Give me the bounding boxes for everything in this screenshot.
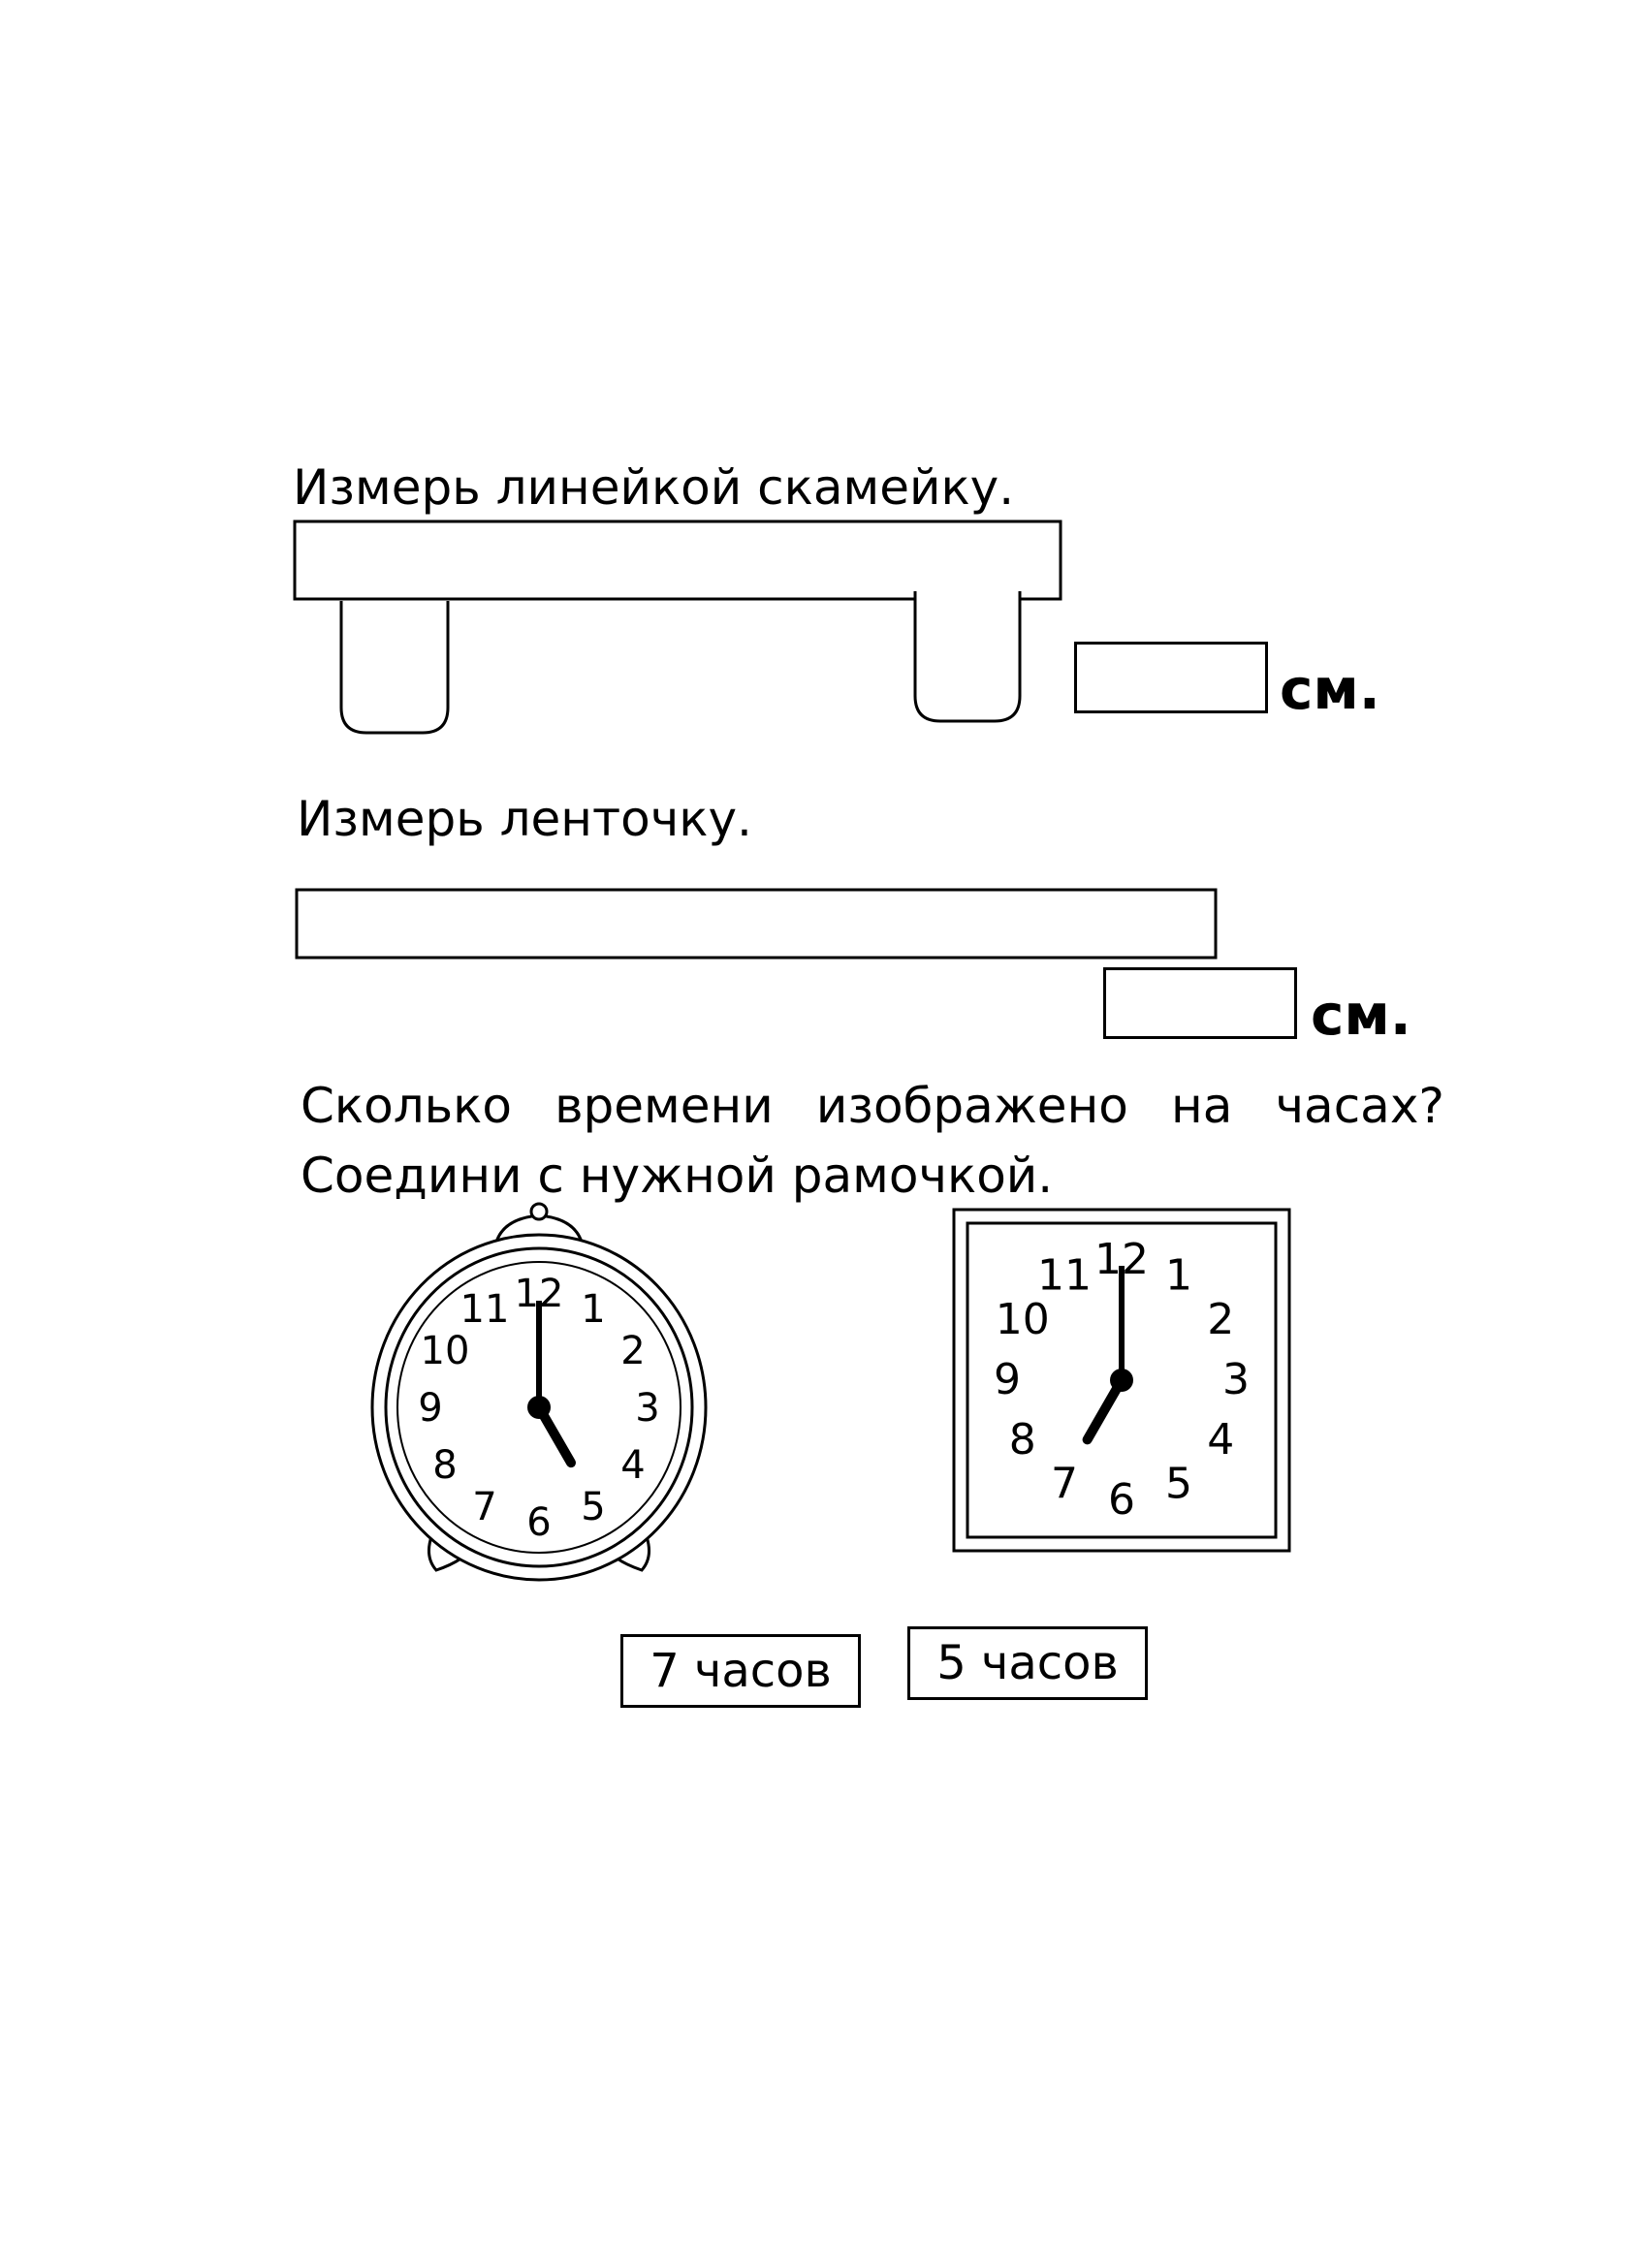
- clock-numeral: 2: [1207, 1295, 1234, 1344]
- clock-numeral: 9: [994, 1355, 1021, 1404]
- ribbon-answer-box[interactable]: [1103, 967, 1297, 1039]
- clock-numeral: 2: [620, 1329, 645, 1373]
- clock-numeral: 6: [526, 1500, 551, 1545]
- clock-numeral: 1: [581, 1287, 605, 1332]
- wall-clock-frame-inner: [966, 1221, 1278, 1539]
- alarm-dial-ring: [396, 1261, 681, 1554]
- clock-numeral: 8: [432, 1443, 457, 1488]
- clock-numeral: 9: [418, 1386, 442, 1431]
- bench-answer-box[interactable]: [1074, 642, 1268, 713]
- clock-numeral: 10: [421, 1329, 470, 1373]
- bench-top: [293, 520, 1062, 601]
- clock-numeral: 11: [460, 1287, 510, 1332]
- wall-clock-hands: [1082, 1266, 1133, 1445]
- clock-numeral: 6: [1108, 1475, 1135, 1525]
- clock-numeral: 1: [1165, 1251, 1192, 1301]
- question-word: времени: [555, 1078, 774, 1134]
- task1-instruction: Измерь линейкой скамейку.: [293, 459, 1015, 516]
- clock-numeral: 3: [1222, 1355, 1250, 1404]
- alarm-middle-ring: [384, 1246, 694, 1568]
- ribbon-unit-label: см.: [1311, 982, 1411, 1048]
- bench-left-leg: [339, 601, 450, 735]
- clock-numeral: 7: [472, 1485, 496, 1529]
- alarm-bell-knob: [529, 1202, 549, 1221]
- task3-question-line1: Сколько времени изображено на часах?: [301, 1071, 1444, 1141]
- question-word: изображено: [815, 1078, 1128, 1134]
- clock-numeral: 8: [1009, 1415, 1036, 1465]
- clock-center-pin: [1110, 1369, 1133, 1392]
- clock-numeral: 4: [1207, 1415, 1234, 1465]
- ribbon: [295, 888, 1218, 960]
- clock-numeral: 5: [1165, 1459, 1192, 1508]
- task3-question: Сколько времени изображено на часах? Сое…: [301, 1071, 1444, 1211]
- clock-numeral: 11: [1037, 1251, 1092, 1301]
- task2-instruction: Измерь ленточку.: [297, 791, 752, 847]
- bench-unit-label: см.: [1280, 656, 1380, 722]
- option-7-hours[interactable]: 7 часов: [620, 1634, 861, 1708]
- option-5-hours[interactable]: 5 часов: [907, 1626, 1148, 1700]
- clock-numeral: 7: [1051, 1459, 1078, 1508]
- bench-right-leg: [913, 591, 1022, 723]
- clock-numeral: 5: [581, 1485, 605, 1529]
- question-word: Сколько: [301, 1078, 512, 1134]
- question-word: часах?: [1275, 1078, 1444, 1134]
- clock-numeral: 3: [635, 1386, 659, 1431]
- question-word: на: [1171, 1078, 1233, 1134]
- task3-instruction: Соедини с нужной рамочкой.: [301, 1148, 1054, 1204]
- clock-numeral: 10: [996, 1295, 1050, 1344]
- alarm-clock-hands: [527, 1301, 576, 1468]
- clock-numeral: 4: [620, 1443, 645, 1488]
- clock-center-pin: [527, 1396, 551, 1419]
